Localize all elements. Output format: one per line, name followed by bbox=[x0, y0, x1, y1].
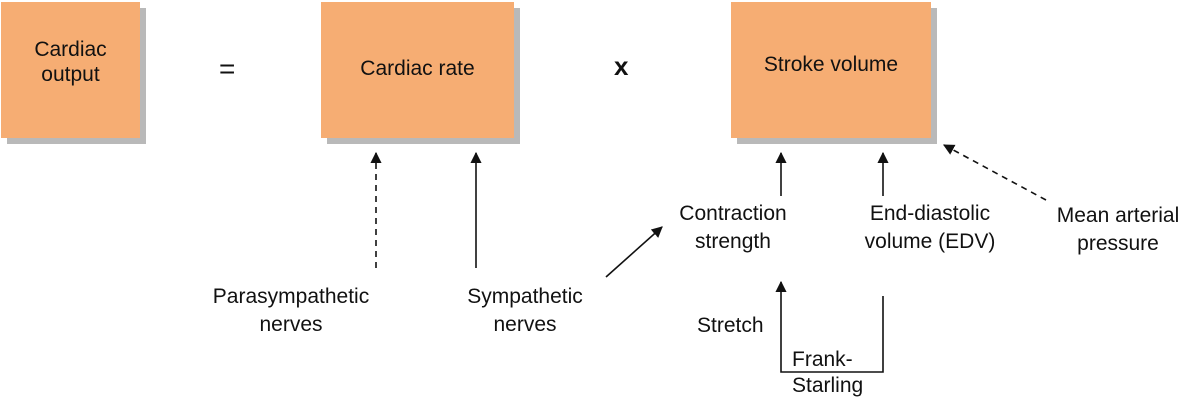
cardiac-output-label: Cardiac output bbox=[34, 38, 107, 86]
stroke-volume-label: Stroke volume bbox=[763, 52, 899, 76]
stretch-label: Stretch bbox=[697, 314, 764, 337]
mean-arterial-pressure-label: Mean arterial pressure bbox=[1056, 204, 1180, 255]
cardiac-rate-box: Cardiac rate bbox=[321, 2, 514, 138]
contraction-strength-label: Contraction strength bbox=[679, 202, 787, 253]
times-operator: x bbox=[614, 51, 629, 81]
cardiac-output-box: Cardiac output bbox=[1, 2, 140, 138]
sympathetic-contraction-arrow bbox=[605, 226, 663, 278]
frank-starling-loop bbox=[775, 280, 884, 373]
frank-starling-label: Frank- Starling bbox=[792, 348, 864, 397]
cardiac-rate-label: Cardiac rate bbox=[360, 56, 475, 80]
sympathetic-nerves-label: Sympathetic nerves bbox=[467, 285, 583, 336]
map-arrow bbox=[943, 144, 1047, 201]
equals-operator: = bbox=[219, 53, 236, 84]
parasympathetic-nerves-label: Parasympathetic nerves bbox=[212, 285, 370, 336]
stroke-volume-box: Stroke volume bbox=[731, 2, 931, 138]
edv-label: End-diastolic volume (EDV) bbox=[864, 202, 996, 253]
